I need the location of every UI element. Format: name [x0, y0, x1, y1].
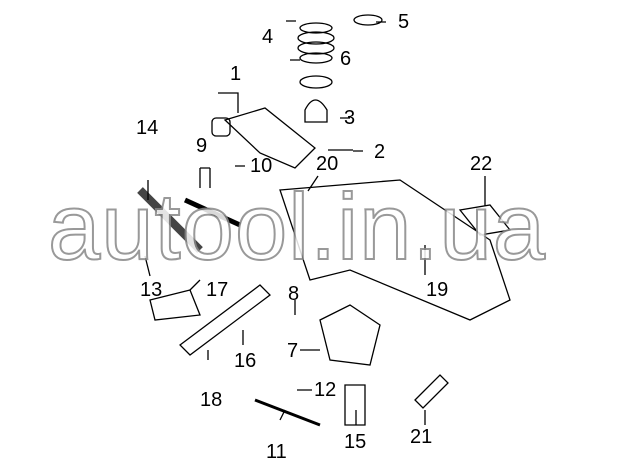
coil-spring [297, 22, 335, 64]
callout-18: 18 [200, 389, 223, 411]
callout-16: 16 [234, 350, 257, 372]
bracket [149, 289, 201, 321]
callout-6: 6 [340, 48, 352, 70]
bracket-15 [344, 384, 366, 426]
knuckle [319, 304, 381, 366]
callout-4: 4 [262, 26, 274, 48]
mount-22 [458, 204, 512, 236]
callout-8: 8 [288, 283, 300, 305]
shock-absorber [137, 187, 203, 253]
upper-arm [223, 107, 316, 169]
callout-20: 20 [316, 153, 339, 175]
shield [414, 374, 449, 409]
subframe [279, 179, 511, 321]
callout-14: 14 [136, 117, 159, 139]
callout-3: 3 [344, 107, 356, 129]
bushing [211, 117, 231, 137]
callout-15: 15 [344, 431, 367, 453]
callout-7: 7 [287, 340, 299, 362]
callout-2: 2 [374, 141, 386, 163]
bump-stop [304, 99, 328, 123]
callout-11: 11 [266, 441, 287, 463]
watermark: autool.in.ua [47, 174, 547, 279]
callout-10: 10 [250, 155, 273, 177]
lower-arm [179, 284, 271, 356]
toe-link [254, 398, 321, 427]
callout-17: 17 [206, 279, 229, 301]
callout-21: 21 [410, 426, 433, 448]
spring-seat [299, 75, 333, 89]
spring-seat-top [353, 14, 383, 26]
callout-13: 13 [140, 279, 163, 301]
callout-12: 12 [314, 379, 337, 401]
lateral-link [183, 197, 242, 228]
callout-5: 5 [398, 11, 410, 33]
callout-22: 22 [470, 153, 493, 175]
callout-19: 19 [426, 279, 449, 301]
callout-1: 1 [230, 63, 242, 85]
callout-9: 9 [196, 135, 208, 157]
